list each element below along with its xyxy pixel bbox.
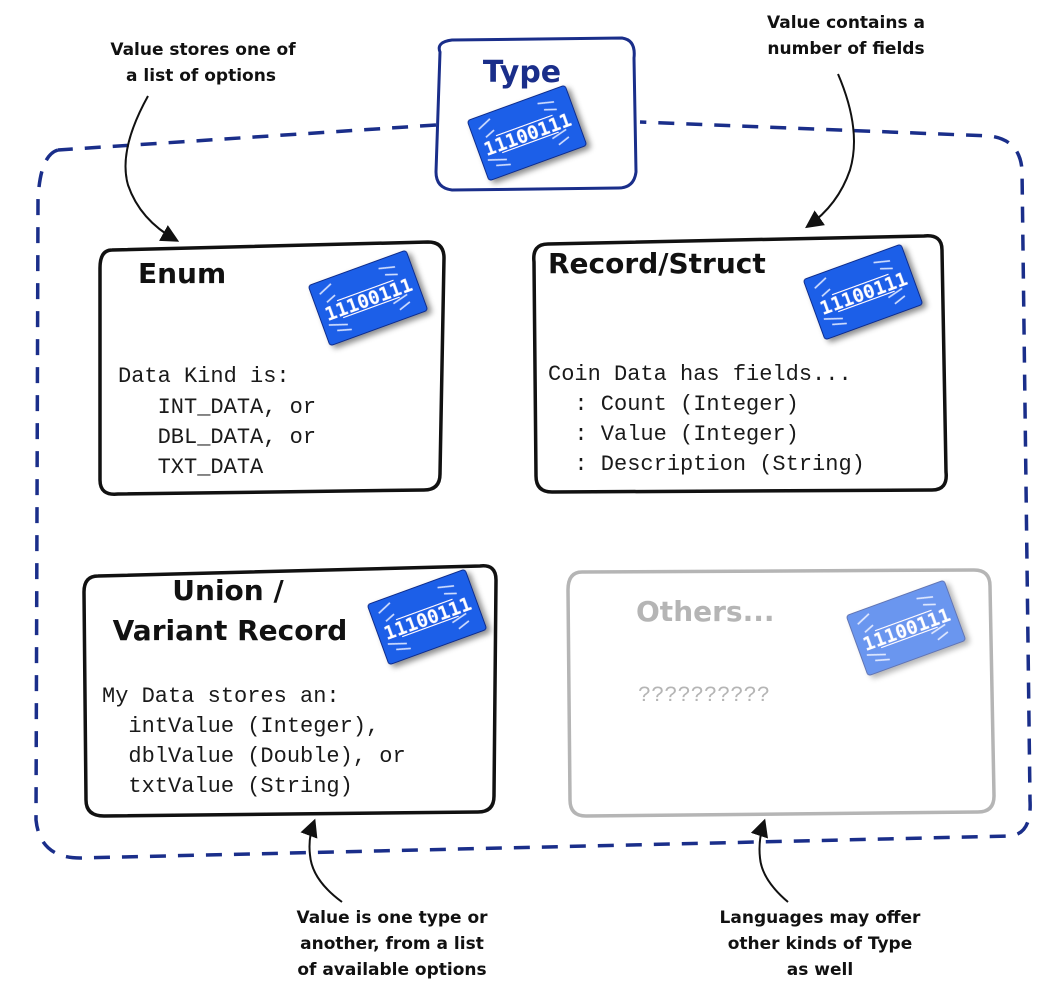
enum-note-line-1: Value stores one of <box>110 40 296 60</box>
others-note-line-2: other kinds of Type <box>728 934 913 954</box>
enum-title: Enum <box>138 257 226 290</box>
type-box: Type <box>434 36 638 192</box>
union-line-1: My Data stores an: <box>102 684 340 709</box>
union-note-arrow <box>300 818 343 903</box>
enum-note-line-2: a list of options <box>126 66 276 86</box>
others-note-line-3: as well <box>787 960 853 980</box>
enum-box: Enum Data Kind is: INT_DATA, or DBL_DATA… <box>98 240 446 496</box>
enum-note-arrow <box>124 95 180 242</box>
record-line-1: Coin Data has fields... <box>548 362 852 387</box>
record-line-4: : Description (String) <box>548 452 865 477</box>
others-note: Languages may offer other kinds of Type … <box>720 818 922 980</box>
union-note: Value is one type or another, from a lis… <box>296 818 488 980</box>
enum-line-2: INT_DATA, or <box>118 395 316 420</box>
others-line-1: ?????????? <box>638 683 770 708</box>
union-title-line2: Variant Record <box>113 614 348 647</box>
union-note-line-2: another, from a list <box>300 934 484 954</box>
enum-note: Value stores one of a list of options <box>110 40 296 242</box>
record-note: Value contains a number of fields <box>767 13 925 229</box>
union-line-2: intValue (Integer), <box>102 714 379 739</box>
record-line-3: : Value (Integer) <box>548 422 799 447</box>
record-box: Record/Struct Coin Data has fields... : … <box>532 234 948 494</box>
union-box: Union / Variant Record My Data stores an… <box>82 564 498 818</box>
union-note-line-3: of available options <box>297 960 486 980</box>
record-note-line-2: number of fields <box>767 39 924 59</box>
record-title: Record/Struct <box>548 247 766 280</box>
union-note-line-1: Value is one type or <box>296 908 488 928</box>
others-note-arrow <box>750 818 789 903</box>
enum-line-4: TXT_DATA <box>118 455 264 480</box>
others-note-line-1: Languages may offer <box>720 908 922 928</box>
others-title: Others... <box>636 595 775 628</box>
record-line-2: : Count (Integer) <box>548 392 799 417</box>
union-line-4: txtValue (String) <box>102 774 353 799</box>
union-line-3: dblValue (Double), or <box>102 744 406 769</box>
others-box: Others... ?????????? <box>566 568 996 818</box>
type-title: Type <box>483 55 561 90</box>
enum-line-1: Data Kind is: <box>118 364 290 389</box>
record-note-arrow <box>805 73 855 229</box>
union-title-line1: Union / <box>172 574 284 607</box>
enum-line-3: DBL_DATA, or <box>118 425 316 450</box>
type-container-outline-left <box>57 123 437 152</box>
record-note-line-1: Value contains a <box>767 13 925 33</box>
type-container-outline <box>34 120 1032 860</box>
